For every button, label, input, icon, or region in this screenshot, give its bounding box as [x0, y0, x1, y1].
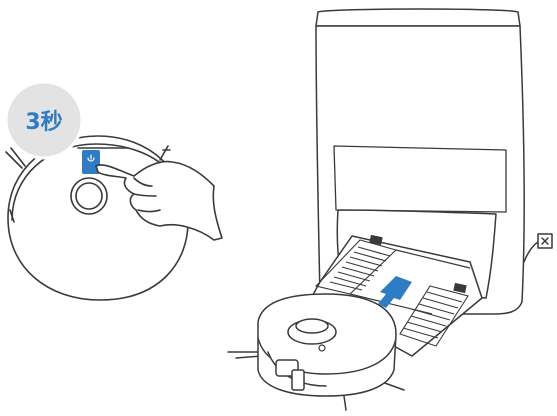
- duration-badge: 3秒: [6, 82, 82, 158]
- power-plug-icon: [524, 234, 552, 262]
- lidar-turret: [71, 178, 107, 214]
- robot-docked: [228, 294, 404, 410]
- duration-badge-label: 3秒: [25, 110, 62, 135]
